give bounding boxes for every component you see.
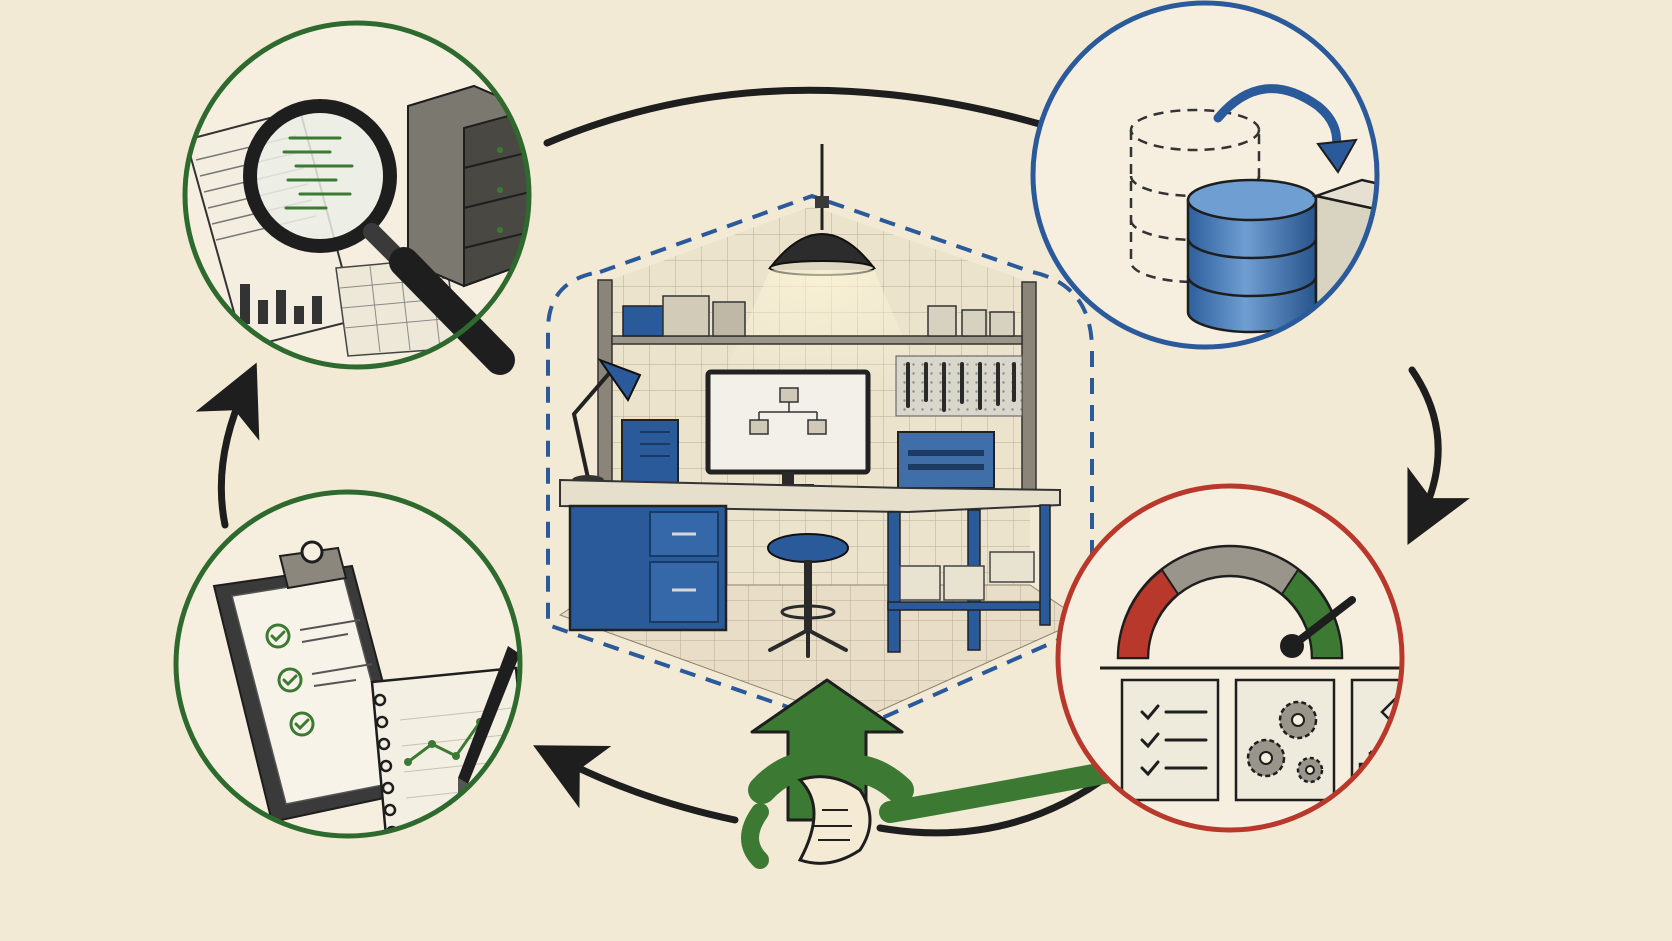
stage-analysis-ring (182, 20, 532, 370)
stage-planning-ring (173, 489, 523, 839)
stage-migration (1030, 0, 1380, 350)
handshake-icon (741, 750, 1131, 869)
stage-analysis (182, 20, 532, 375)
workshop-workbench-icon (546, 144, 1094, 733)
arrow-analysis-to-migration (543, 86, 1112, 158)
stage-performance (1055, 483, 1405, 833)
stage-migration-ring (1030, 0, 1380, 350)
stage-performance-ring (1055, 483, 1405, 833)
stage-planning (173, 489, 523, 839)
flow-arrows (195, 86, 1471, 837)
arrow-performance-to-planning (558, 758, 1116, 837)
arrow-planning-to-analysis (195, 362, 260, 529)
arrow-migration-to-performance (1407, 366, 1471, 546)
